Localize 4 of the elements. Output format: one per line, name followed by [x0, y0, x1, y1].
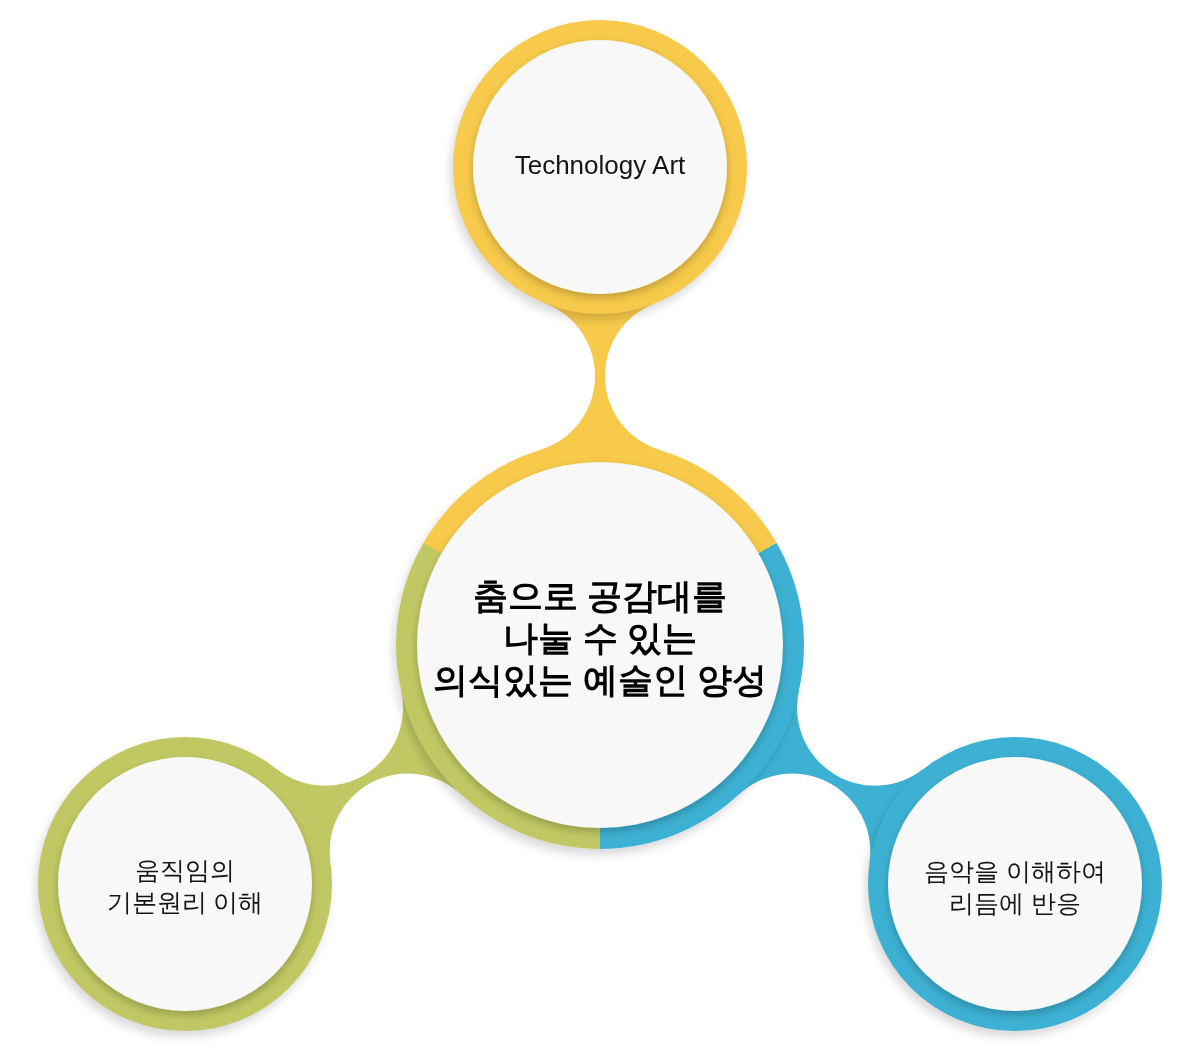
- node-label: Technology Art: [514, 149, 686, 182]
- node-label: 움직임의 기본원리 이해: [106, 855, 264, 918]
- node-label: 음악을 이해하여 리듬에 반응: [924, 856, 1106, 919]
- node-label: 춤으로 공감대를 나눌 수 있는 의식있는 예술인 양성: [432, 575, 768, 701]
